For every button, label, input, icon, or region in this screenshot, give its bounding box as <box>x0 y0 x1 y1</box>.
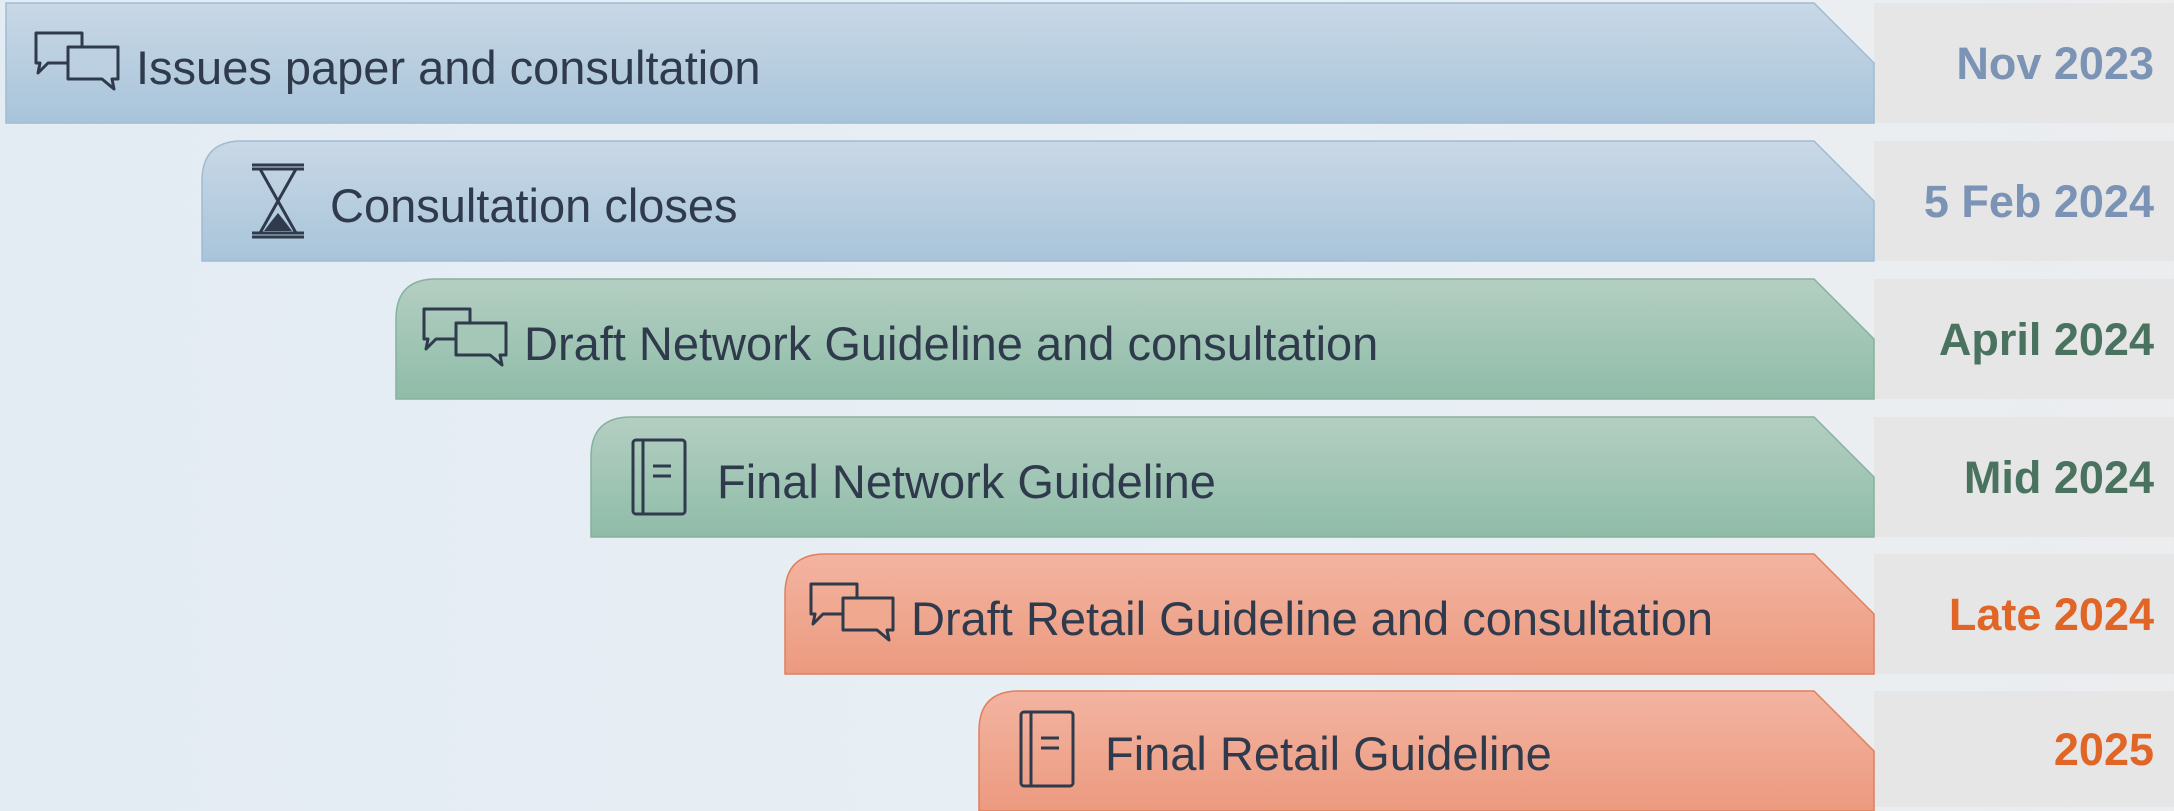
timeline-row-consultation-closes: Consultation closes 5 Feb 2024 <box>0 140 2174 262</box>
speech-bubbles-icon <box>807 580 899 648</box>
date-strip <box>1874 3 2174 123</box>
timeline-row-issues-paper: Issues paper and consultation Nov 2023 <box>0 2 2174 124</box>
banner-shape <box>590 416 1875 538</box>
timeline-banner-draft-network: Draft Network Guideline and consultation <box>395 278 1875 400</box>
timeline-date: Late 2024 <box>1948 588 2154 640</box>
timeline-date: April 2024 <box>1938 313 2154 365</box>
date-strip <box>1874 279 2174 399</box>
timeline-date: 5 Feb 2024 <box>1923 175 2154 227</box>
banner-shape <box>5 2 1875 124</box>
document-icon <box>629 436 689 518</box>
banner-shape <box>784 553 1875 675</box>
timeline-date: Nov 2023 <box>1956 37 2154 89</box>
timeline-date: Mid 2024 <box>1963 451 2154 503</box>
date-strip <box>1874 691 2174 807</box>
timeline-row-final-retail: Final Retail Guideline 2025 <box>0 690 2174 811</box>
timeline-banner-final-network: Final Network Guideline <box>590 416 1875 538</box>
speech-bubbles-icon <box>32 29 124 97</box>
banner-shape <box>978 690 1875 811</box>
timeline-banner-draft-retail: Draft Retail Guideline and consultation <box>784 553 1875 675</box>
timeline-label: Final Network Guideline <box>717 454 1216 508</box>
banner-shape <box>201 140 1875 262</box>
timeline-banner-issues-paper: Issues paper and consultation <box>5 2 1875 124</box>
hourglass-icon <box>248 161 308 241</box>
timeline-label: Consultation closes <box>330 178 738 232</box>
timeline-label: Draft Retail Guideline and consultation <box>911 591 1714 645</box>
date-strip <box>1874 554 2174 674</box>
timeline-label: Final Retail Guideline <box>1105 726 1552 780</box>
timeline-row-draft-network: Draft Network Guideline and consultation… <box>0 278 2174 400</box>
document-icon <box>1017 708 1077 790</box>
timeline-label: Issues paper and consultation <box>136 40 761 94</box>
timeline-label: Draft Network Guideline and consultation <box>524 316 1379 370</box>
date-strip <box>1874 417 2174 537</box>
banner-shape <box>395 278 1875 400</box>
date-strip <box>1874 141 2174 261</box>
timeline-row-draft-retail: Draft Retail Guideline and consultation … <box>0 553 2174 675</box>
timeline-date: 2025 <box>2053 723 2154 775</box>
speech-bubbles-icon <box>420 305 512 373</box>
timeline-banner-consultation-closes: Consultation closes <box>201 140 1875 262</box>
timeline-banner-final-retail: Final Retail Guideline <box>978 690 1875 811</box>
timeline-row-final-network: Final Network Guideline Mid 2024 <box>0 416 2174 538</box>
